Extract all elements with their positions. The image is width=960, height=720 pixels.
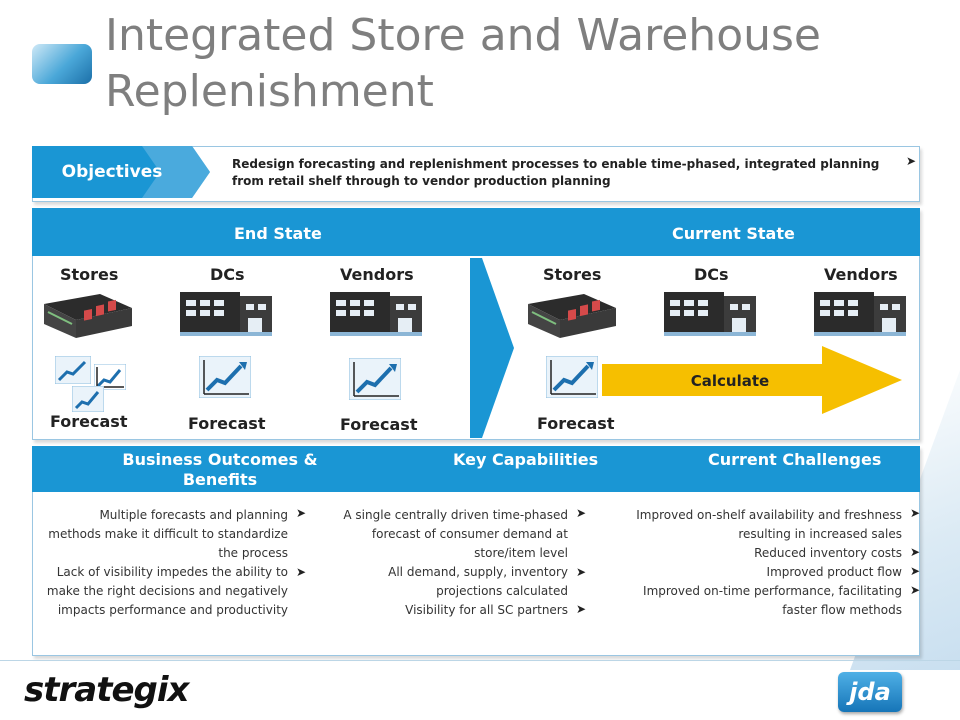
end-state-stores-label: Stores: [60, 265, 119, 284]
capabilities-list: A single centrally driven time-phased fo…: [320, 506, 568, 620]
list-item: A single centrally driven time-phased fo…: [343, 508, 568, 560]
objectives-tab: [32, 146, 210, 198]
current-state-header: Current State: [672, 224, 795, 243]
strategix-logo: strategix: [24, 670, 189, 710]
current-store-forecast-icon: [546, 356, 598, 398]
end-state-header: End State: [234, 224, 322, 243]
check-arrow-icon: ➤: [910, 545, 921, 559]
footer-divider: [0, 660, 960, 661]
end-state-vendors-label: Vendors: [340, 265, 414, 284]
current-state-stores-label: Stores: [543, 265, 602, 284]
state-header-bar: [32, 208, 920, 256]
end-dc-forecast-icon: [199, 356, 251, 398]
objectives-label: Objectives: [61, 162, 163, 182]
check-arrow-icon: ➤: [910, 506, 921, 520]
end-store-forecast-label: Forecast: [50, 412, 128, 431]
list-item: Visibility for all SC partners: [405, 603, 568, 617]
challenges-header: Current Challenges: [708, 450, 882, 469]
current-store-icon: [528, 294, 616, 338]
list-item: Lack of visibility impedes the ability t…: [46, 565, 288, 617]
list-item: Improved product flow: [766, 565, 902, 579]
current-vendor-warehouse-icon: [814, 292, 906, 336]
calculate-arrow: [602, 346, 902, 414]
list-item: Reduced inventory costs: [754, 546, 902, 560]
end-store-forecast-icon-3: [72, 386, 104, 412]
current-store-forecast-label: Forecast: [537, 414, 615, 433]
current-state-vendors-label: Vendors: [824, 265, 898, 284]
check-arrow-icon: ➤: [296, 506, 307, 520]
page-title: Integrated Store and Warehouse Replenish…: [105, 10, 821, 117]
current-state-dcs-label: DCs: [694, 265, 729, 284]
check-arrow-icon: ➤: [910, 583, 921, 597]
state-divider-chevron: [470, 258, 514, 438]
end-vendor-forecast-icon: [349, 358, 401, 400]
jda-logo: jda: [838, 672, 902, 712]
check-arrow-icon: ➤: [576, 602, 587, 616]
list-item: Improved on-time performance, facilitati…: [643, 584, 902, 617]
title-logo-icon: [32, 44, 92, 84]
challenges-list: Multiple forecasts and planning methods …: [46, 506, 288, 620]
objectives-text: Redesign forecasting and replenishment p…: [232, 157, 880, 188]
list-item: All demand, supply, inventory projection…: [388, 565, 568, 598]
list-item: Multiple forecasts and planning methods …: [48, 508, 288, 560]
capabilities-header: Key Capabilities: [453, 450, 599, 469]
outcomes-list: Improved on-shelf availability and fresh…: [610, 506, 902, 620]
outcomes-header: Business Outcomes & Benefits: [122, 450, 318, 489]
end-vendor-forecast-label: Forecast: [340, 415, 418, 434]
check-arrow-icon: ➤: [576, 565, 587, 579]
end-dc-forecast-label: Forecast: [188, 414, 266, 433]
end-dc-warehouse-icon: [180, 292, 272, 336]
check-arrow-icon: ➤: [576, 506, 587, 520]
end-vendor-warehouse-icon: [330, 292, 422, 336]
check-arrow-icon: ➤: [910, 564, 921, 578]
end-store-forecast-icon-1: [55, 356, 91, 384]
end-state-dcs-label: DCs: [210, 265, 245, 284]
objectives-check-icon: ➤: [906, 154, 917, 168]
current-dc-warehouse-icon: [664, 292, 756, 336]
check-arrow-icon: ➤: [296, 565, 307, 579]
calculate-label: Calculate: [690, 372, 770, 390]
end-store-icon: [44, 294, 132, 338]
bottom-header-bar: [32, 446, 920, 492]
list-item: Improved on-shelf availability and fresh…: [636, 508, 902, 541]
